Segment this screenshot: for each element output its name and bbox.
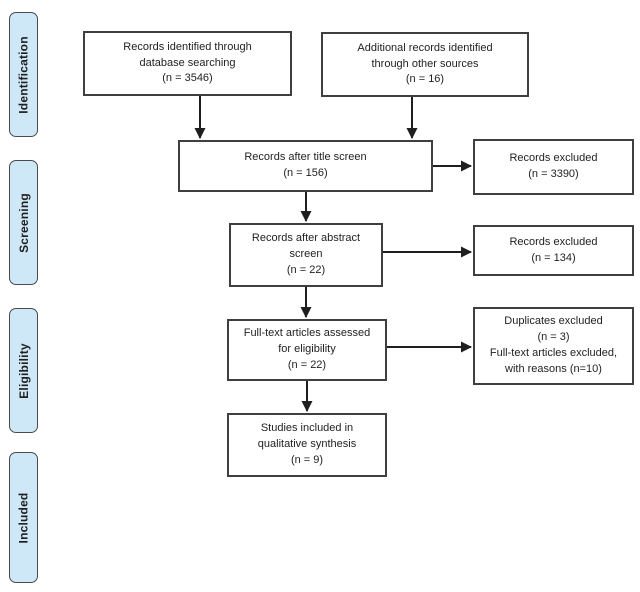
node-additional-records-other-sources: Additional records identified through ot… xyxy=(321,32,529,97)
stage-eligibility: Eligibility xyxy=(9,308,38,433)
node-records-excluded-abstract: Records excluded (n = 134) xyxy=(473,225,634,276)
stage-included: Included xyxy=(9,452,38,583)
stage-included-label: Included xyxy=(16,492,31,543)
node-full-text-assessed: Full-text articles assessed for eligibil… xyxy=(227,319,387,381)
node-records-after-abstract-screen: Records after abstract screen (n = 22) xyxy=(229,223,383,287)
stage-screening-label: Screening xyxy=(16,192,31,253)
node-records-after-title-screen: Records after title screen (n = 156) xyxy=(178,140,433,192)
stage-screening: Screening xyxy=(9,160,38,285)
node-studies-included-qualitative-synthesis: Studies included in qualitative synthesi… xyxy=(227,413,387,477)
node-records-database-searching: Records identified through database sear… xyxy=(83,31,292,96)
stage-identification: Identification xyxy=(9,12,38,137)
stage-identification-label: Identification xyxy=(16,35,31,114)
stage-eligibility-label: Eligibility xyxy=(16,342,31,399)
node-duplicates-and-full-text-excluded: Duplicates excluded (n = 3) Full-text ar… xyxy=(473,307,634,385)
node-records-excluded-title: Records excluded (n = 3390) xyxy=(473,139,634,195)
